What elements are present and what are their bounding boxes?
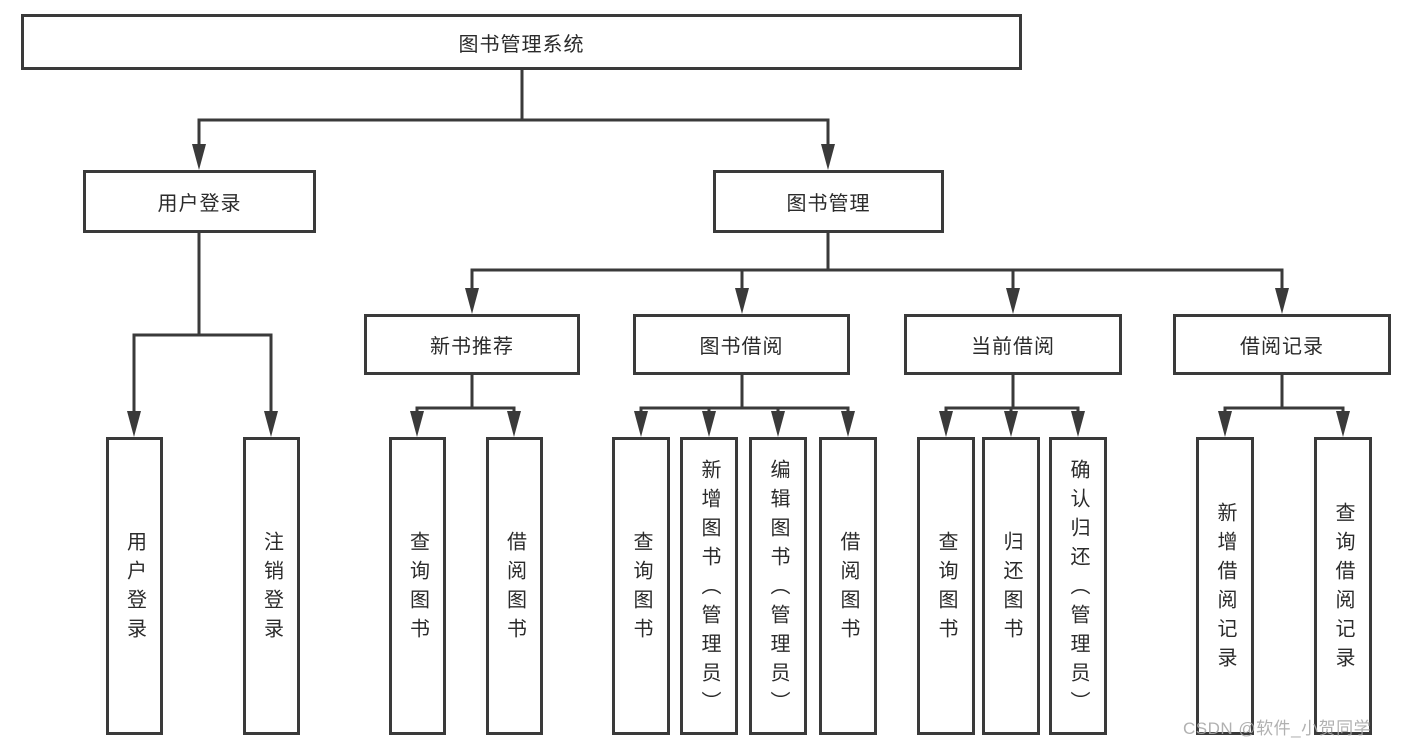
- csdn-watermark: CSDN @软件_小贺同学: [1183, 719, 1372, 738]
- leaf-confirm-return-admin: 确认归还（管理员）: [1049, 437, 1107, 735]
- leaf-edit-books-admin: 编辑图书（管理员）: [749, 437, 807, 735]
- arrowheads: [127, 144, 1350, 437]
- leaf-logout: 注销登录: [243, 437, 300, 735]
- leaf-borrow-books-recommendation: 借阅图书: [486, 437, 543, 735]
- leaf-return-books: 归还图书: [982, 437, 1040, 735]
- leaf-user-login: 用户登录: [106, 437, 163, 735]
- node-book-management-branch: 图书管理: [713, 170, 944, 233]
- leaf-add-books-admin: 新增图书（管理员）: [680, 437, 738, 735]
- leaf-query-books-borrowing: 查询图书: [612, 437, 670, 735]
- node-library-management-system: 图书管理系统: [21, 14, 1022, 70]
- leaf-add-borrow-record: 新增借阅记录: [1196, 437, 1254, 735]
- leaf-borrow-books-borrowing: 借阅图书: [819, 437, 877, 735]
- node-current-borrowing: 当前借阅: [904, 314, 1122, 375]
- leaf-query-books-current: 查询图书: [917, 437, 975, 735]
- node-book-borrowing: 图书借阅: [633, 314, 850, 375]
- node-user-login-branch: 用户登录: [83, 170, 316, 233]
- leaf-query-borrow-record: 查询借阅记录: [1314, 437, 1372, 735]
- node-borrowing-records: 借阅记录: [1173, 314, 1391, 375]
- leaf-query-books-recommendation: 查询图书: [389, 437, 446, 735]
- node-new-book-recommendation: 新书推荐: [364, 314, 580, 375]
